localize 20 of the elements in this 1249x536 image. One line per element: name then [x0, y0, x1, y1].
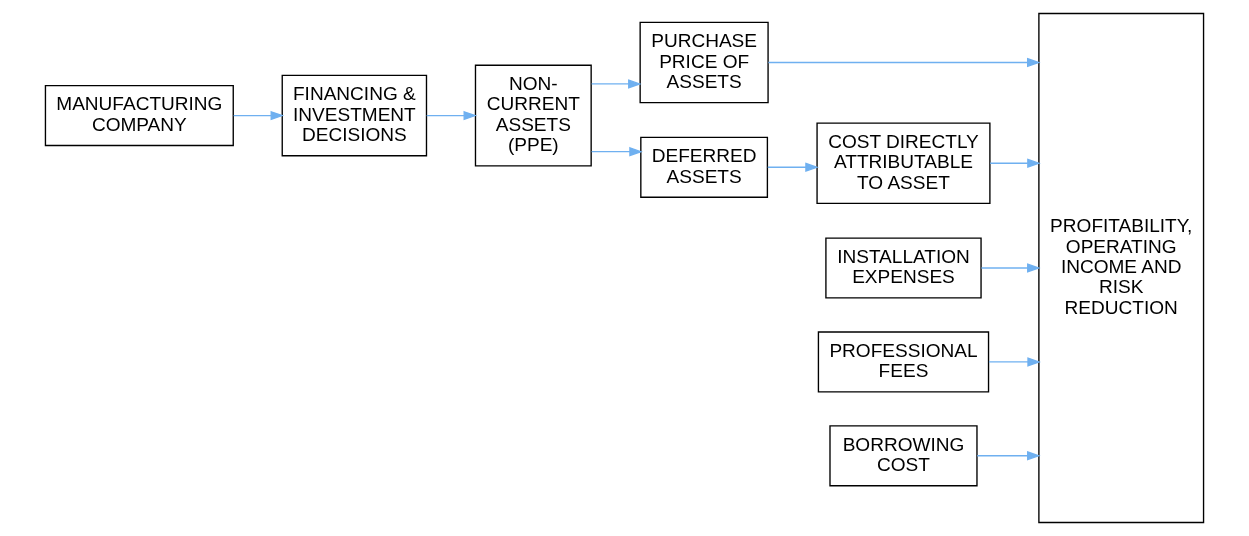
node-box: BORROWING COST — [829, 425, 978, 487]
node-box: NON- CURRENT ASSETS (PPE) — [474, 64, 592, 167]
arrow — [425, 110, 478, 121]
arrow — [232, 110, 285, 121]
node-box: FINANCING & INVESTMENT DECISIONS — [281, 74, 428, 157]
arrow — [976, 451, 1041, 461]
node-box: DEFERRED ASSETS — [640, 136, 769, 198]
arrow — [767, 57, 1041, 68]
node-box: MANUFACTURING COMPANY — [44, 84, 234, 147]
arrow — [980, 263, 1041, 273]
arrow — [988, 357, 1041, 367]
arrow — [590, 79, 642, 89]
node-box: PROFESSIONAL FEES — [817, 331, 990, 393]
node-box: INSTALLATION EXPENSES — [825, 237, 982, 299]
arrow — [989, 158, 1041, 168]
node-box: COST DIRECTLY ATTRIBUTABLE TO ASSET — [816, 122, 991, 205]
node-box: PROFITABILITY, OPERATING INCOME AND RISK REDUCTION — [1038, 12, 1205, 524]
arrow — [767, 162, 819, 173]
node-box: PURCHASE PRICE OF ASSETS — [639, 21, 769, 104]
arrow — [590, 146, 643, 157]
